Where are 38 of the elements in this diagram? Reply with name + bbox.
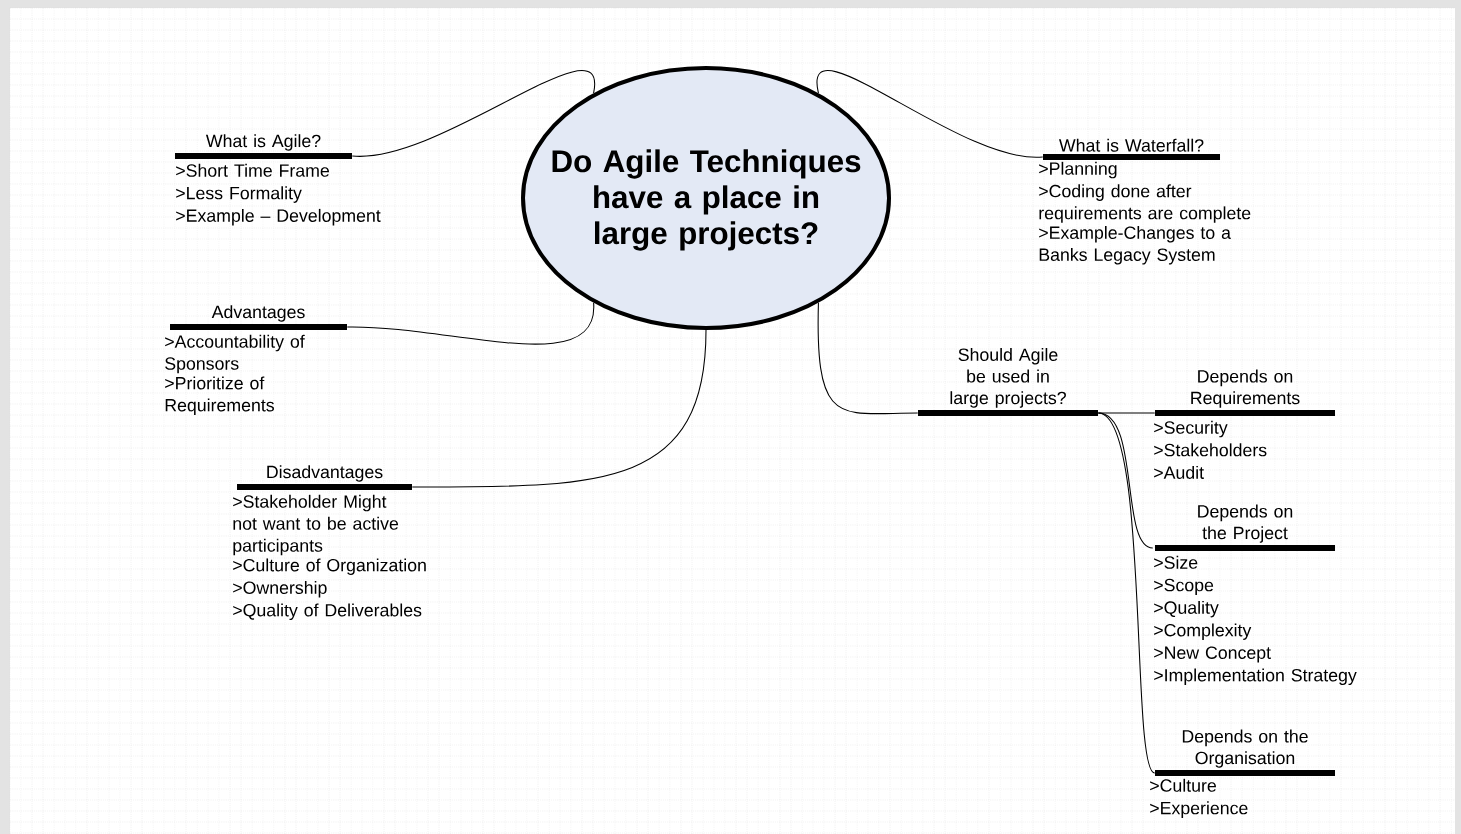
bullet-text: >Example – Development: [176, 208, 381, 226]
bullet-text: >Implementation Strategy: [1154, 668, 1357, 685]
connector-line: [817, 302, 919, 415]
bullet-text: >Planning: [1039, 161, 1117, 179]
bullet-text: >Culture: [1150, 778, 1216, 792]
bullet-text: >Culture of Organization: [233, 558, 426, 575]
bullet-text: >Example-Changes to a Banks Legacy System: [1039, 225, 1231, 265]
bullet-text: >Quality of Deliverables: [233, 603, 422, 620]
bullet-text: >New Concept: [1154, 646, 1271, 663]
bullet-text: >Security: [1154, 420, 1228, 438]
bullet-text: >Complexity: [1154, 623, 1252, 640]
bullet-text: >Audit: [1154, 465, 1204, 479]
topic-heading: Advantages: [211, 305, 305, 322]
bullet-text: >Accountability of Sponsors: [165, 334, 305, 374]
connector-line: [816, 70, 1044, 158]
bullet-text: >Prioritize of Requirements: [165, 376, 274, 415]
topic-heading: What is Waterfall?: [1059, 138, 1204, 152]
bullet-text: >Experience: [1150, 801, 1248, 818]
topic-heading: Depends on the Project: [1198, 504, 1293, 543]
bullet-text: >Coding done after requirements are complete: [1039, 184, 1251, 223]
topic-heading: Should Agile be used in large projects?: [950, 348, 1066, 408]
bullet-text: >Quality: [1154, 600, 1219, 618]
bullet-text: >Short Time Frame: [176, 163, 329, 177]
bullet-text: >Size: [1154, 555, 1198, 569]
topic-heading: Depends on the Organisation: [1182, 729, 1308, 768]
topic-heading: What is Agile?: [205, 134, 321, 151]
topic-heading: Disadvantages: [267, 465, 383, 482]
connector-line: [1097, 412, 1156, 414]
connector-line: [1097, 412, 1156, 774]
connector-line: [346, 302, 595, 345]
bullet-text: >Stakeholders: [1154, 443, 1267, 457]
bullet-text: >Scope: [1154, 578, 1214, 595]
connector-line: [411, 329, 707, 488]
topic-heading: Depends on Requirements: [1191, 369, 1300, 408]
connector-line: [351, 70, 595, 157]
bullet-text: >Stakeholder Might not want to be active participants: [233, 494, 399, 556]
bullet-text: >Less Formality: [176, 186, 302, 203]
bullet-text: >Ownership: [233, 580, 327, 598]
